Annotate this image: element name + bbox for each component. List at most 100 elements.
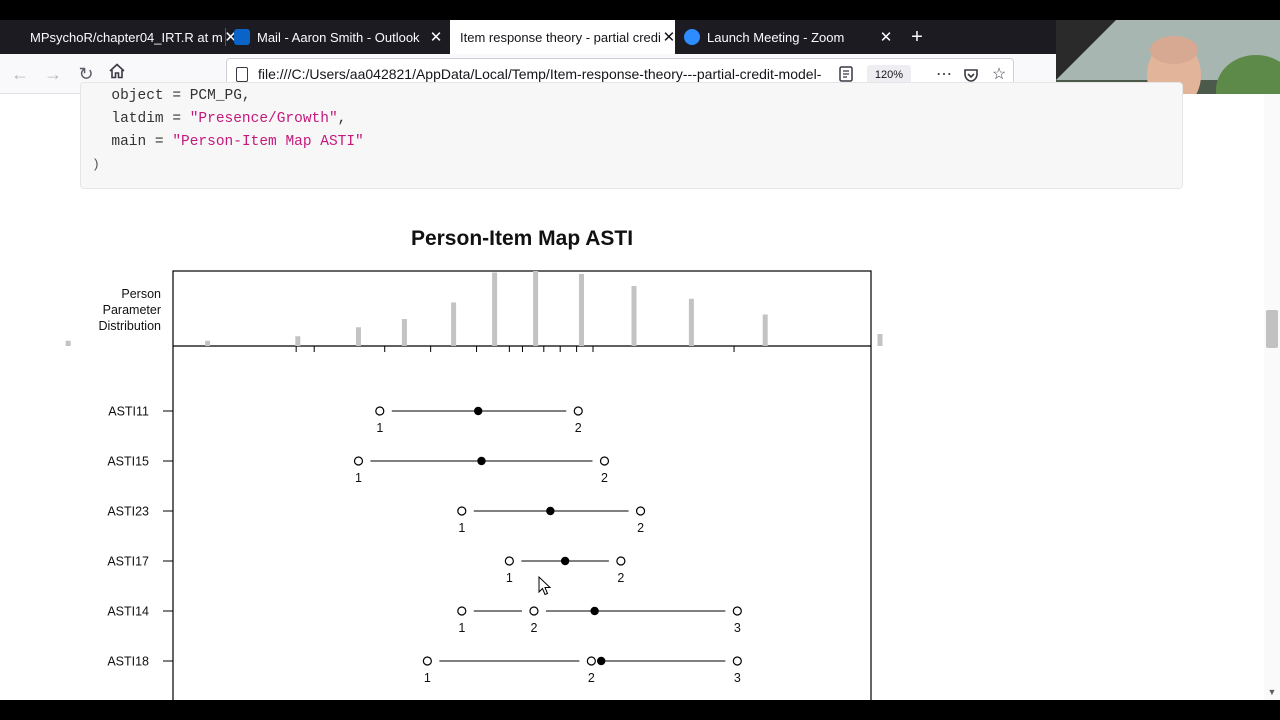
distribution-bar — [877, 334, 883, 346]
scrollbar-thumb[interactable] — [1266, 310, 1278, 348]
threshold-point — [422, 656, 432, 666]
tab-item-response-theory[interactable]: Item response theory - partial credi ✕ — [450, 20, 675, 54]
distribution-bar — [762, 314, 768, 346]
threshold-ticks — [295, 346, 735, 352]
item-location-point — [474, 406, 483, 416]
close-icon[interactable]: ✕ — [662, 29, 676, 46]
threshold-label: 3 — [734, 671, 741, 685]
home-button[interactable] — [105, 62, 129, 86]
tab-title: Launch Meeting - Zoom — [707, 29, 845, 45]
item-location-point — [560, 556, 570, 566]
tab-github[interactable]: MPsychoR/chapter04_IRT.R at m ✕ — [0, 20, 237, 54]
threshold-point — [732, 656, 742, 666]
code-block: object = PCM_PG, latdim = "Presence/Grow… — [80, 82, 1183, 189]
distribution-bar — [295, 336, 301, 346]
threshold-label: 1 — [424, 671, 431, 685]
distribution-bar — [451, 302, 457, 346]
url-text[interactable]: file:///C:/Users/aa042821/AppData/Local/… — [258, 66, 822, 82]
item-label: ASTI11 — [108, 405, 149, 419]
close-icon[interactable]: ✕ — [879, 29, 893, 46]
distribution-bar — [688, 298, 694, 346]
home-icon — [109, 63, 125, 79]
item-location-point — [546, 506, 555, 516]
tab-title: MPsychoR/chapter04_IRT.R at m — [30, 29, 223, 45]
zoom-level-badge[interactable]: 120% — [867, 65, 911, 85]
item-location-point — [597, 656, 606, 666]
distribution-bar — [631, 286, 637, 346]
page-icon — [236, 67, 248, 82]
scroll-down-arrow-icon[interactable]: ▼ — [1267, 687, 1277, 697]
tab-strip: MPsychoR/chapter04_IRT.R at m ✕ Mail - A… — [0, 20, 1056, 54]
item-label: ASTI23 — [107, 505, 149, 519]
new-tab-button[interactable]: + — [911, 26, 923, 48]
zoom-icon — [684, 29, 700, 45]
mouse-cursor-icon — [538, 575, 552, 596]
threshold-label: 2 — [601, 471, 608, 485]
reader-view-icon[interactable] — [837, 65, 855, 83]
item-label: ASTI17 — [107, 555, 149, 569]
reload-button[interactable]: ↻ — [78, 64, 94, 84]
close-icon[interactable]: ✕ — [429, 29, 443, 46]
person-distribution-bars — [65, 271, 883, 346]
page-content: object = PCM_PG, latdim = "Presence/Grow… — [0, 82, 1264, 712]
threshold-point — [529, 606, 539, 616]
threshold-point — [616, 556, 626, 566]
forward-button[interactable]: → — [44, 64, 62, 84]
threshold-label: 2 — [530, 621, 537, 635]
distribution-bar — [533, 271, 539, 346]
page-actions-icon[interactable]: ⋯ — [936, 66, 952, 83]
tab-separator — [225, 28, 226, 46]
distribution-bar — [65, 340, 71, 346]
code-line: latdim = "Presence/Growth", — [94, 111, 347, 127]
item-row-asti18: ASTI18 1 2 3 — [107, 655, 742, 685]
item-label: ASTI15 — [107, 455, 149, 469]
tab-outlook[interactable]: Mail - Aaron Smith - Outlook ✕ — [226, 20, 450, 54]
tab-zoom[interactable]: Launch Meeting - Zoom ✕ — [676, 20, 900, 54]
item-location-point — [590, 606, 599, 616]
person-panel-label: Distribution — [98, 319, 161, 333]
item-row-asti11: ASTI11 1 2 — [108, 405, 583, 435]
item-label: ASTI18 — [107, 655, 149, 669]
threshold-point — [635, 506, 646, 516]
pocket-icon[interactable] — [960, 64, 982, 86]
threshold-point — [457, 506, 467, 516]
item-row-asti17: ASTI17 1 2 — [107, 555, 626, 585]
person-panel-label: Parameter — [103, 303, 161, 317]
distribution-bar — [401, 319, 407, 346]
item-row-asti15: ASTI15 1 2 — [107, 455, 610, 485]
code-line: ) — [92, 157, 100, 172]
screen-bottom-bar — [0, 700, 1280, 720]
tab-title: Mail - Aaron Smith - Outlook — [257, 29, 420, 45]
distribution-bar — [355, 327, 361, 346]
item-location-point — [477, 456, 486, 466]
threshold-point — [353, 456, 364, 466]
threshold-point — [375, 406, 385, 416]
back-button[interactable]: ← — [11, 64, 29, 84]
distribution-bar — [205, 340, 211, 346]
threshold-point — [504, 556, 514, 566]
tab-title: Item response theory - partial credi — [460, 29, 661, 45]
item-label: ASTI14 — [107, 605, 149, 619]
close-icon[interactable]: ✕ — [224, 29, 237, 46]
threshold-label: 1 — [506, 571, 513, 585]
threshold-label: 1 — [376, 421, 383, 435]
person-panel-label: Person — [121, 287, 161, 301]
code-line: main = "Person-Item Map ASTI" — [94, 134, 364, 150]
threshold-label: 1 — [458, 521, 465, 535]
distribution-bar — [579, 274, 585, 346]
chart-title: Person-Item Map ASTI — [411, 227, 633, 250]
bookmark-star-icon[interactable]: ☆ — [991, 66, 1007, 83]
threshold-point — [586, 656, 596, 666]
threshold-label: 3 — [734, 621, 741, 635]
threshold-point — [599, 456, 610, 466]
threshold-label: 2 — [617, 571, 624, 585]
threshold-label: 2 — [588, 671, 595, 685]
threshold-point — [457, 606, 467, 616]
scrollbar-track[interactable] — [1264, 94, 1280, 700]
threshold-label: 1 — [355, 471, 362, 485]
threshold-point — [732, 606, 742, 616]
threshold-label: 2 — [575, 421, 582, 435]
person-item-map-chart: Person-Item Map ASTI Person Parameter Di… — [65, 227, 883, 712]
